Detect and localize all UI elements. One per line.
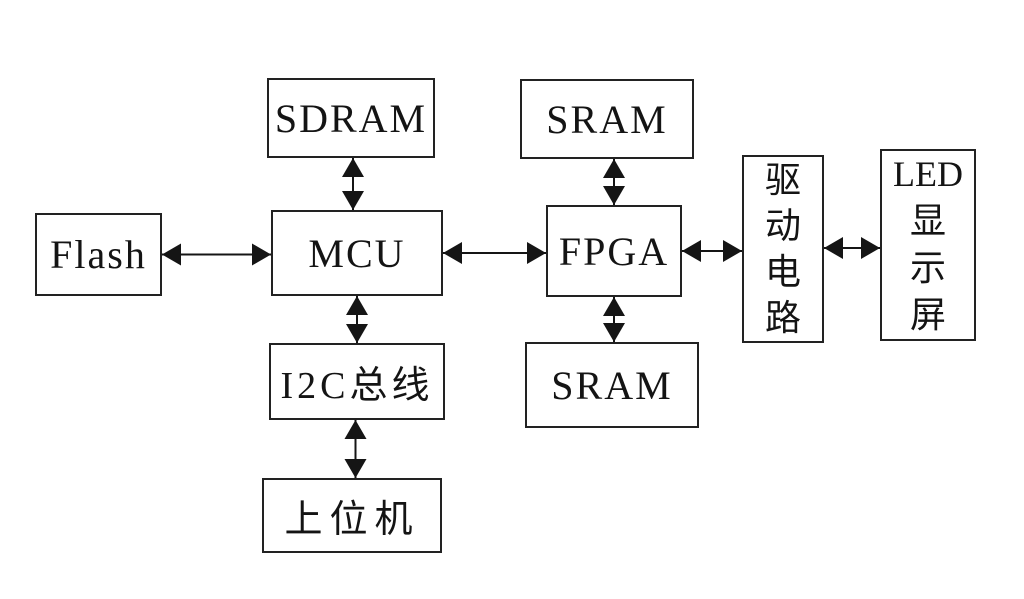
block-sdram: SDRAM <box>267 78 435 158</box>
block-sram-bottom-label: SRAM <box>551 362 673 408</box>
block-sram-bottom: SRAM <box>525 342 699 428</box>
arrow-fpga-sram_bottom <box>603 297 625 342</box>
arrow-sdram-mcu <box>342 158 364 210</box>
block-i2c-bus-label: I2C总线 <box>280 365 434 407</box>
block-host-computer-label: 上位机 <box>284 499 420 541</box>
block-led-display-label: LED 显 示 屏 <box>893 154 963 335</box>
arrow-mcu-i2c <box>346 296 368 343</box>
block-mcu: MCU <box>271 210 443 296</box>
arrow-mcu-fpga <box>443 242 546 264</box>
block-sram-top: SRAM <box>520 79 694 159</box>
block-led-display: LED 显 示 屏 <box>880 149 976 341</box>
block-fpga-label: FPGA <box>558 228 670 274</box>
block-i2c-bus: I2C总线 <box>269 343 445 420</box>
arrow-sram_top-fpga <box>603 159 625 205</box>
block-sram-top-label: SRAM <box>546 96 668 142</box>
arrow-driver-led <box>824 237 880 259</box>
arrow-i2c-host <box>344 420 367 478</box>
block-flash: Flash <box>35 213 162 296</box>
arrow-flash-mcu <box>162 243 271 266</box>
block-sdram-label: SDRAM <box>274 95 428 141</box>
block-host-computer: 上位机 <box>262 478 442 553</box>
arrow-fpga-driver <box>682 240 742 262</box>
block-mcu-label: MCU <box>308 230 406 276</box>
block-flash-label: Flash <box>50 232 147 277</box>
block-driver-circuit: 驱 动 电 路 <box>742 155 824 343</box>
block-driver-circuit-label: 驱 动 电 路 <box>764 160 801 338</box>
block-fpga: FPGA <box>546 205 682 297</box>
